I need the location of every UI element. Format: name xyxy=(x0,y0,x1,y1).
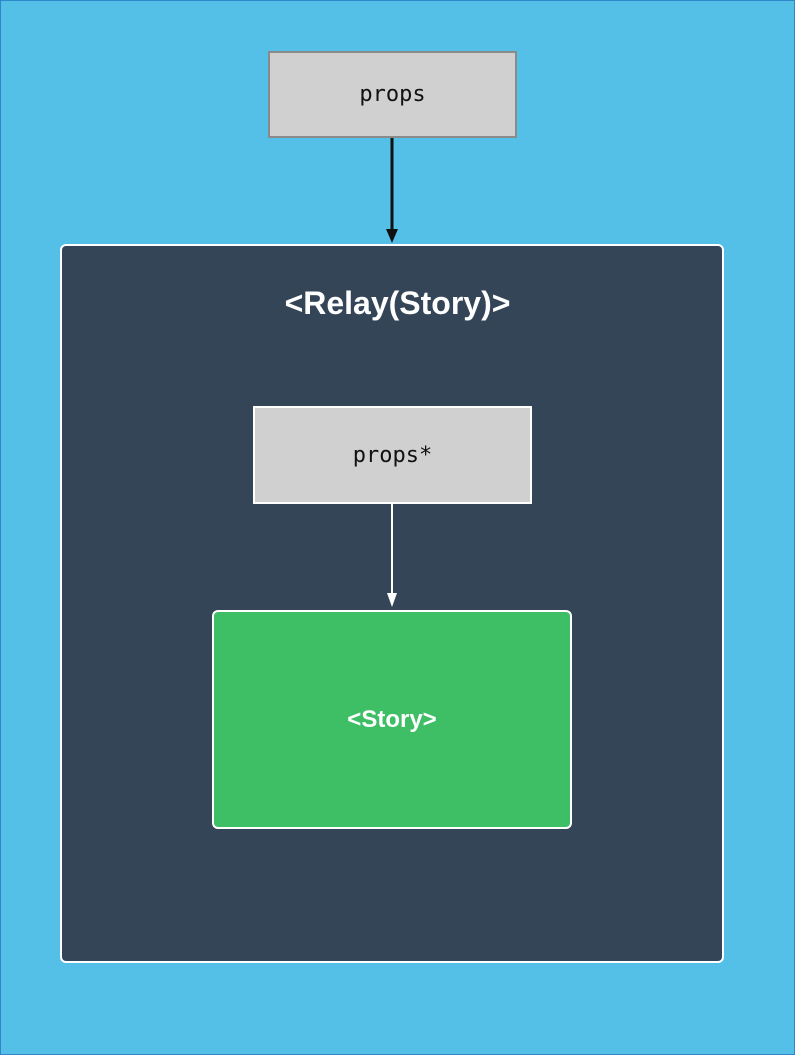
story-component-node: <Story> xyxy=(212,610,572,829)
relay-container-node xyxy=(60,244,724,963)
inner-props-label: props* xyxy=(352,442,433,468)
relay-container-label: <Relay(Story)> xyxy=(284,285,511,321)
edge-props-to-relay xyxy=(386,138,398,243)
inner-props-node: props* xyxy=(253,406,532,504)
story-component-label: <Story> xyxy=(347,705,437,733)
arrowhead-icon xyxy=(386,229,398,243)
outer-props-label: props xyxy=(359,82,426,107)
outer-props-node: props xyxy=(268,51,517,138)
